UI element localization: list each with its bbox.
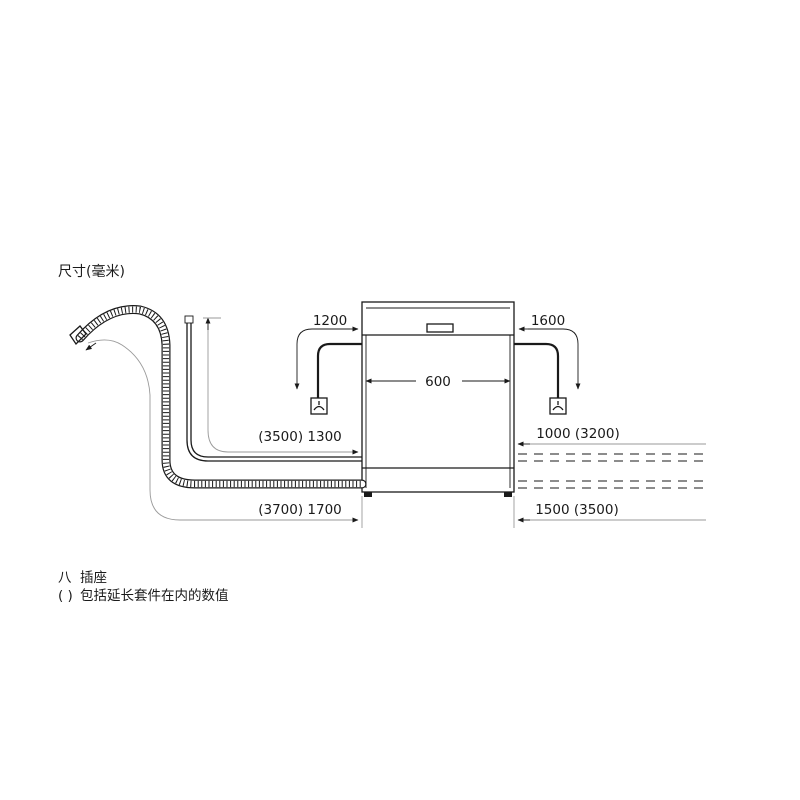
right-power-connection: 1600 — [514, 313, 581, 415]
left-inlet-hose-label: (3500) 1300 — [258, 429, 342, 445]
right-drain-hose-label: 1500 (3500) — [535, 502, 619, 518]
control-panel-display — [426, 323, 454, 333]
inlet-dimension-line — [207, 326, 359, 455]
left-drain-hose-label: (3700) 1700 — [258, 502, 342, 518]
left-power-connection: 1200 — [294, 313, 362, 415]
inlet-hose-outer — [186, 323, 362, 462]
left-foot — [364, 492, 372, 497]
drain-hose-end-fitting — [69, 325, 87, 346]
power-socket-icon — [310, 397, 328, 415]
legend-socket-label: 插座 — [80, 570, 107, 586]
diagram-title: 尺寸(毫米) — [58, 263, 125, 280]
drain-dimension-arrow-start — [85, 342, 97, 351]
inlet-hose-inner — [190, 323, 362, 458]
dishwasher-outline — [361, 301, 515, 493]
right-hose-routing: 1000 (3200) 1500 (3500) — [517, 426, 706, 523]
width-dimension: 600 — [365, 374, 511, 390]
right-power-cable — [514, 342, 560, 398]
legend-extension-label: 包括延长套件在内的数值 — [80, 588, 229, 604]
power-socket-icon — [549, 397, 567, 415]
legend-extension-symbol: ( ) — [58, 588, 73, 604]
water-inlet-hose: (3500) 1300 — [184, 315, 362, 462]
dishwasher-front-view — [361, 301, 515, 497]
right-socket-distance-label: 1600 — [531, 313, 565, 329]
right-socket-dimension-arrow — [528, 328, 581, 390]
left-power-cable — [316, 342, 362, 398]
width-label: 600 — [425, 374, 451, 390]
legend: ⼋ 插座 ( ) 包括延长套件在内的数值 — [58, 570, 229, 604]
drain-dimension-line — [87, 339, 359, 523]
left-socket-dimension-arrow — [294, 328, 350, 390]
legend-socket-symbol: ⼋ — [58, 570, 72, 586]
corrugated-drain-hose: (3700) 1700 — [69, 305, 367, 523]
right-inlet-hose-label: 1000 (3200) — [536, 426, 620, 442]
inlet-tap-connector — [184, 315, 194, 324]
left-socket-distance-label: 1200 — [313, 313, 347, 329]
right-foot — [504, 492, 512, 497]
